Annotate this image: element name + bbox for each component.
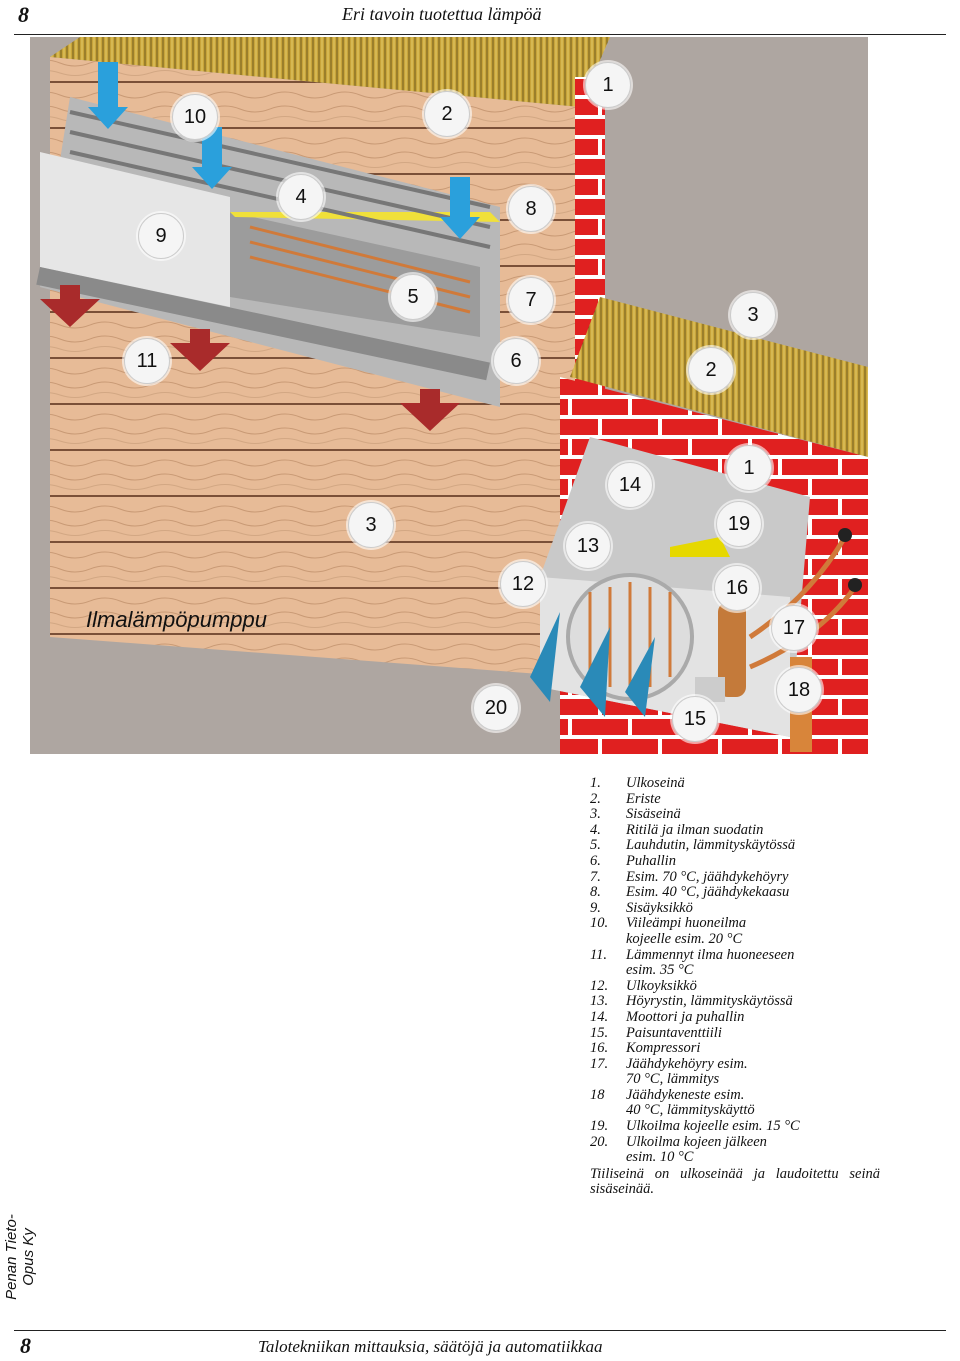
legend-row: kojeelle esim. 20 °C	[626, 930, 743, 947]
footer-title: Talotekniikan mittauksia, säätöjä ja aut…	[258, 1337, 603, 1356]
callout-13: 13	[565, 523, 611, 569]
header-title: Eri tavoin tuotettua lämpöä	[342, 4, 542, 24]
callout-1b: 1	[726, 445, 772, 491]
heat-pump-illustration: 1 2 3 4 5 6 7 8 9 10 11 2 3 12 13 14 1 1…	[30, 37, 868, 754]
legend-row: 17.Jäähdykehöyry esim.	[590, 1055, 748, 1072]
legend-row: 7.Esim. 70 °C, jäähdykehöyry	[590, 868, 789, 885]
callout-7: 7	[508, 277, 554, 323]
footer-page-number: 8	[20, 1333, 31, 1358]
insulation-top	[50, 37, 610, 107]
legend-row: 2.Eriste	[590, 790, 661, 807]
callout-18: 18	[776, 667, 822, 713]
legend-row: 9.Sisäyksikkö	[590, 899, 693, 916]
legend-row: 40 °C, lämmityskäyttö	[626, 1102, 755, 1119]
legend-row: 19.Ulkoilma kojeelle esim. 15 °C	[590, 1118, 800, 1135]
footer-rule	[14, 1330, 946, 1331]
callout-9: 9	[138, 213, 184, 259]
callout-14: 14	[607, 462, 653, 508]
legend-note: Tiiliseinä on ulkoseinää ja laudoitettu …	[590, 1165, 880, 1198]
callout-3b: 3	[348, 502, 394, 548]
legend-row: 8.Esim. 40 °C, jäähdykekaasu	[590, 884, 790, 901]
legend-row: 13.Höyrystin, lämmityskäytössä	[590, 993, 793, 1010]
callout-16: 16	[714, 565, 760, 611]
legend-row: 11.Lämmennyt ilma huoneeseen	[590, 946, 795, 963]
callout-12: 12	[500, 561, 546, 607]
legend-row: 14.Moottori ja puhallin	[590, 1008, 745, 1025]
legend-row: 6.Puhallin	[590, 852, 676, 869]
indoor-unit	[36, 97, 500, 407]
callout-10: 10	[172, 94, 218, 140]
header-page-number: 8	[18, 2, 29, 27]
legend-row: 3.Sisäseinä	[590, 806, 681, 823]
legend-row: 20.Ulkoilma kojeen jälkeen	[590, 1133, 767, 1150]
legend: 1.Ulkoseinä 2.Eriste 3.Sisäseinä 4.Ritil…	[590, 775, 880, 1198]
publisher-side-text: Penan Tieto-Opus Ky	[3, 1214, 37, 1300]
header-rule	[14, 34, 946, 35]
callout-2b: 2	[688, 347, 734, 393]
callout-3: 3	[730, 292, 776, 338]
cool-air-arrows	[88, 62, 480, 239]
callout-15: 15	[672, 696, 718, 742]
callout-4: 4	[278, 174, 324, 220]
legend-row: 16.Kompressori	[590, 1040, 701, 1057]
callout-17: 17	[771, 605, 817, 651]
callout-1: 1	[585, 62, 631, 108]
warm-air-arrows	[40, 285, 460, 431]
legend-row: esim. 35 °C	[626, 962, 694, 979]
callout-19: 19	[716, 501, 762, 547]
callout-8: 8	[508, 186, 554, 232]
figure-title: Ilmalämpöpumppu	[86, 607, 267, 632]
legend-row: esim. 10 °C	[626, 1149, 694, 1166]
legend-row: 12.Ulkoyksikkö	[590, 977, 697, 994]
callout-5: 5	[390, 274, 436, 320]
callout-2: 2	[424, 91, 470, 137]
callout-11: 11	[124, 338, 170, 384]
legend-row: 5.Lauhdutin, lämmityskäytössä	[590, 837, 796, 854]
legend-row: 15.Paisuntaventtiili	[590, 1024, 722, 1041]
legend-row: 1.Ulkoseinä	[590, 775, 685, 791]
callout-6: 6	[493, 338, 539, 384]
legend-row: 4.Ritilä ja ilman suodatin	[590, 821, 764, 838]
illustration-svg	[30, 37, 868, 754]
callout-20: 20	[473, 685, 519, 731]
legend-row: 10.Viileämpi huoneilma	[590, 915, 747, 932]
legend-row: 70 °C, lämmitys	[626, 1071, 720, 1088]
